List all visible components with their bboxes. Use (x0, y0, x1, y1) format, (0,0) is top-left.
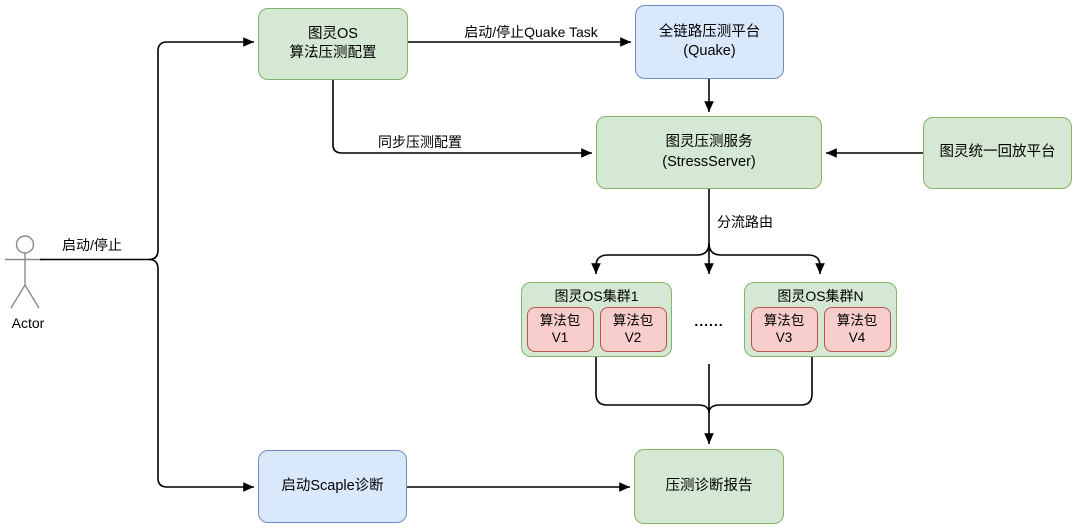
node-scaple-diagnosis[interactable]: 启动Scaple诊断 (258, 450, 407, 523)
actor-head (15, 235, 35, 254)
actor-legs (10, 284, 40, 309)
node-algo-package-v4[interactable]: 算法包 V4 (823, 307, 891, 352)
node-quake-platform[interactable]: 全链路压测平台 (Quake) (635, 5, 784, 79)
cluster-title: 图灵OS集群1 (554, 288, 639, 304)
package-label: 算法包 (539, 312, 581, 328)
package-version: V3 (775, 329, 793, 345)
node-label: (StressServer) (662, 153, 756, 170)
edge-label-sync-config: 同步压测配置 (378, 134, 462, 150)
edge-stress-split-right (708, 242, 825, 274)
node-label: 压测诊断报告 (665, 477, 753, 494)
package-label: 算法包 (836, 312, 878, 328)
node-algo-package-v1[interactable]: 算法包 V1 (526, 307, 594, 352)
package-row: 算法包 V1 算法包 V2 (526, 307, 667, 352)
package-label: 算法包 (612, 312, 654, 328)
node-cluster-1[interactable]: 图灵OS集群1 算法包 V1 算法包 V2 (521, 282, 672, 357)
node-label: 全链路压测平台 (658, 23, 761, 40)
node-cluster-n[interactable]: 图灵OS集群N 算法包 V3 算法包 V4 (744, 282, 897, 357)
cluster-ellipsis: ...... (694, 313, 724, 329)
edge-config-to-stress (332, 80, 592, 158)
package-version: V2 (624, 329, 642, 345)
package-label: 算法包 (763, 312, 805, 328)
node-label: 图灵OS (308, 25, 358, 42)
node-stress-server[interactable]: 图灵压测服务 (StressServer) (596, 116, 822, 189)
node-turing-os-config[interactable]: 图灵OS 算法压测配置 (258, 8, 408, 80)
node-replay-platform[interactable]: 图灵统一回放平台 (923, 117, 1072, 189)
package-version: V1 (551, 329, 569, 345)
node-label: 算法压测配置 (289, 45, 377, 61)
node-label: 图灵统一回放平台 (939, 144, 1056, 161)
cluster-title: 图灵OS集群N (777, 288, 864, 304)
edge-actor-to-scaple (148, 258, 254, 492)
node-label: (Quake) (683, 43, 736, 59)
edge-label-start-stop: 启动/停止 (62, 237, 122, 253)
node-label: 启动Scaple诊断 (281, 477, 384, 494)
node-algo-package-v3[interactable]: 算法包 V3 (750, 307, 818, 352)
edge-clusterN-merge (708, 357, 813, 414)
edge-label-split-route: 分流路由 (717, 214, 773, 230)
node-label: 图灵压测服务 (665, 134, 753, 151)
node-algo-package-v2[interactable]: 算法包 V2 (599, 307, 667, 352)
edge-actor-to-config (148, 37, 254, 261)
actor-figure[interactable] (5, 235, 45, 309)
edge-stress-split-left (591, 242, 710, 274)
edge-cluster1-merge (595, 357, 710, 414)
actor-label: Actor (11, 315, 45, 331)
edge-label-start-stop-quake-task: 启动/停止Quake Task (464, 24, 598, 40)
package-row: 算法包 V3 算法包 V4 (750, 307, 891, 352)
node-diagnosis-report[interactable]: 压测诊断报告 (634, 449, 784, 524)
package-version: V4 (848, 329, 866, 345)
